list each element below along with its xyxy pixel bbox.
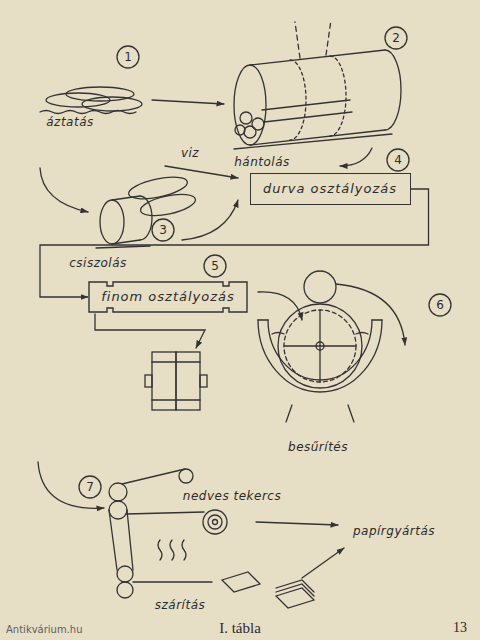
flow-arrow: [95, 314, 205, 348]
flow-arrow: [40, 168, 88, 212]
process-label: durva osztályozás: [263, 181, 397, 197]
step-number: 5: [203, 254, 227, 278]
step-number: 3: [151, 218, 175, 242]
flow-arrow: [182, 200, 238, 240]
step-number: 7: [78, 475, 102, 499]
product-label: nedves tekercs: [183, 489, 281, 504]
callout-number: 7: [86, 480, 94, 494]
callout-number: 1: [124, 50, 132, 64]
process-label: finom osztályozás: [101, 289, 235, 305]
flow-arrow: [256, 522, 338, 525]
process-box: durva osztályozás: [250, 173, 411, 205]
step-number: 1: [116, 45, 140, 69]
process-box: finom osztályozás: [88, 281, 248, 313]
step-number: 6: [428, 293, 452, 317]
callout-number: 5: [211, 259, 219, 273]
soaking-logs: [40, 87, 142, 114]
input-label: viz: [181, 146, 199, 161]
flow-arrow: [152, 100, 224, 104]
debarking-drum: [234, 20, 401, 149]
product-label: papírgyártás: [353, 524, 435, 539]
thickener: [258, 271, 382, 422]
flow-arrow: [302, 548, 344, 578]
water-arrow: [165, 166, 238, 178]
callout-number: 6: [436, 298, 444, 312]
wet-lap-machine: [109, 469, 314, 608]
step-label: áztatás: [46, 115, 94, 130]
callout-number: 3: [159, 223, 167, 237]
grinder: [96, 173, 197, 248]
flow-arrow: [258, 292, 302, 320]
flow-arrow: [40, 189, 429, 297]
step-label: besűrítés: [288, 440, 348, 455]
flow-arrow: [340, 148, 372, 166]
callout-number: 4: [394, 153, 402, 167]
step-label: csiszolás: [69, 256, 127, 271]
step-number: 2: [384, 26, 408, 50]
flow-arrow: [38, 462, 104, 508]
plate-caption: I. tábla: [219, 620, 261, 637]
callout-number: 2: [392, 31, 400, 45]
step-label: hántolás: [234, 155, 290, 170]
screen-drum: [145, 352, 207, 410]
flow-arrow: [336, 284, 405, 345]
step-label: szárítás: [155, 598, 205, 613]
page-number: 13: [453, 620, 467, 636]
step-number: 4: [386, 148, 410, 172]
watermark: Antikvárium.hu: [6, 624, 83, 636]
